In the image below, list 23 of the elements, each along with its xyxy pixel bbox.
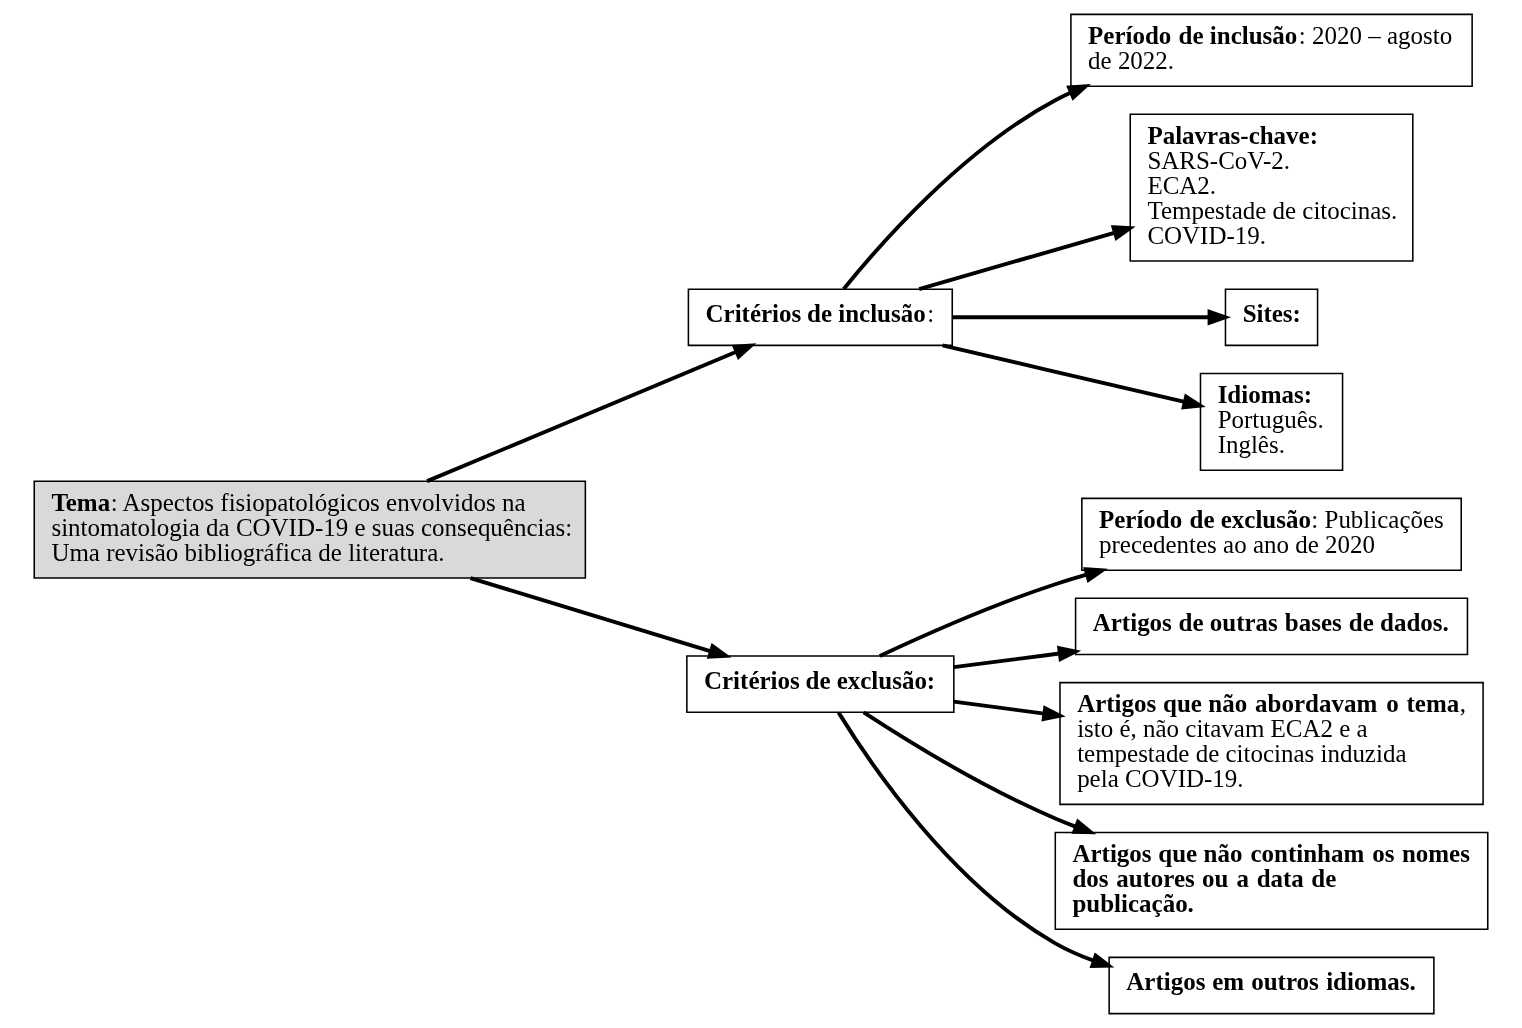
arrow bbox=[862, 710, 1097, 835]
arrow bbox=[953, 699, 1066, 722]
arrow bbox=[878, 567, 1108, 658]
arrow bbox=[426, 343, 757, 483]
node-box: Tema: Aspectos fisiopatológicos envolvidos na sintomatologia da COVID-19 e suas consequências: Uma revisão bibliográfica de literatura. bbox=[33, 480, 587, 579]
node-box: Artigos que não continham os nomes dos autores ou a data de publicação. bbox=[1054, 831, 1489, 931]
node-box: Artigos que não abordavam o tema, isto é, não citavam ECA2 e a tempestade de citocinas induzida pela COVID-19. bbox=[1059, 681, 1484, 806]
node-box: Artigos em outros idiomas. bbox=[1108, 956, 1435, 1015]
arrow bbox=[953, 645, 1082, 670]
node-box: Sites: bbox=[1224, 288, 1319, 347]
node-box: Artigos de outras bases de dados. bbox=[1074, 597, 1469, 656]
node-box: Idiomas: Português. Inglês. bbox=[1199, 372, 1344, 472]
node-box: Período de inclusão: 2020 – agosto de 2022. bbox=[1070, 13, 1473, 87]
arrow bbox=[842, 84, 1091, 291]
node-box: Critérios de exclusão: bbox=[686, 655, 955, 714]
node-box: Período de exclusão: Publicações precedentes ao ano de 2020 bbox=[1081, 497, 1462, 571]
arrow bbox=[952, 309, 1232, 326]
arrow bbox=[469, 576, 732, 659]
arrow bbox=[836, 711, 1115, 968]
arrow bbox=[942, 343, 1206, 410]
node-box: Palavras-chave: SARS-CoV-2. ECA2. Tempestade de citocinas. COVID-19. bbox=[1129, 113, 1414, 262]
node-box: Critérios de inclusão: bbox=[687, 288, 954, 347]
arrow bbox=[918, 225, 1136, 292]
